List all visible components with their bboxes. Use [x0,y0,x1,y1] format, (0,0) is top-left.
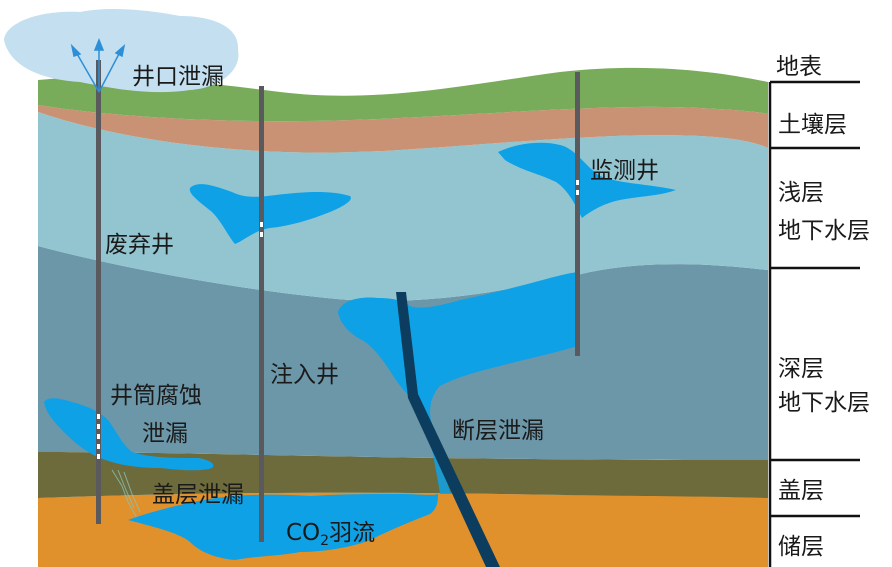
legend-reservoir: 储层 [778,534,824,560]
layer-legend [768,80,860,567]
legend-soil: 土壤层 [778,112,847,138]
co2-shallow-blob-left [189,184,351,244]
co2-corrosion-blob [44,398,214,471]
label-caprock-leak: 盖层泄漏 [152,482,244,508]
injection-well [259,86,264,542]
fault [396,292,500,567]
label-monitoring-well: 监测井 [590,158,659,184]
monitoring-well [575,72,580,356]
legend-shallow-1: 浅层 [778,180,824,206]
caprock-layer [38,452,768,498]
plume-suffix: 羽流 [329,520,375,546]
label-abandoned-well: 废弃井 [105,232,174,258]
legend-deep-1: 深层 [778,356,824,382]
shallow-aquifer-layer [38,112,768,301]
legend-deep-2: 地下水层 [778,390,870,416]
label-wellhead-leak: 井口泄漏 [132,64,224,90]
legend-caprock: 盖层 [778,478,824,504]
label-injection-well: 注入井 [270,362,339,388]
perforation-marks [97,180,579,459]
label-fault-leak: 断层泄漏 [452,418,544,444]
co2-shallow-blob-right [498,142,676,218]
plume-prefix: CO [286,520,320,546]
label-wellbore-corrosion-2: 泄漏 [142,421,188,447]
abandoned-well [96,60,101,524]
soil-layer [38,105,768,153]
plume-subscript: 2 [320,533,329,549]
label-co2-plume: CO2羽流 [286,520,375,549]
co2-plume [128,494,438,560]
caprock-cracks [111,469,141,521]
legend-shallow-2: 地下水层 [778,218,870,244]
label-wellbore-corrosion-1: 井筒腐蚀 [110,383,202,409]
surface-layer [38,67,768,122]
legend-surface: 地表 [776,54,822,80]
wellhead-leak-arrows [70,37,126,93]
